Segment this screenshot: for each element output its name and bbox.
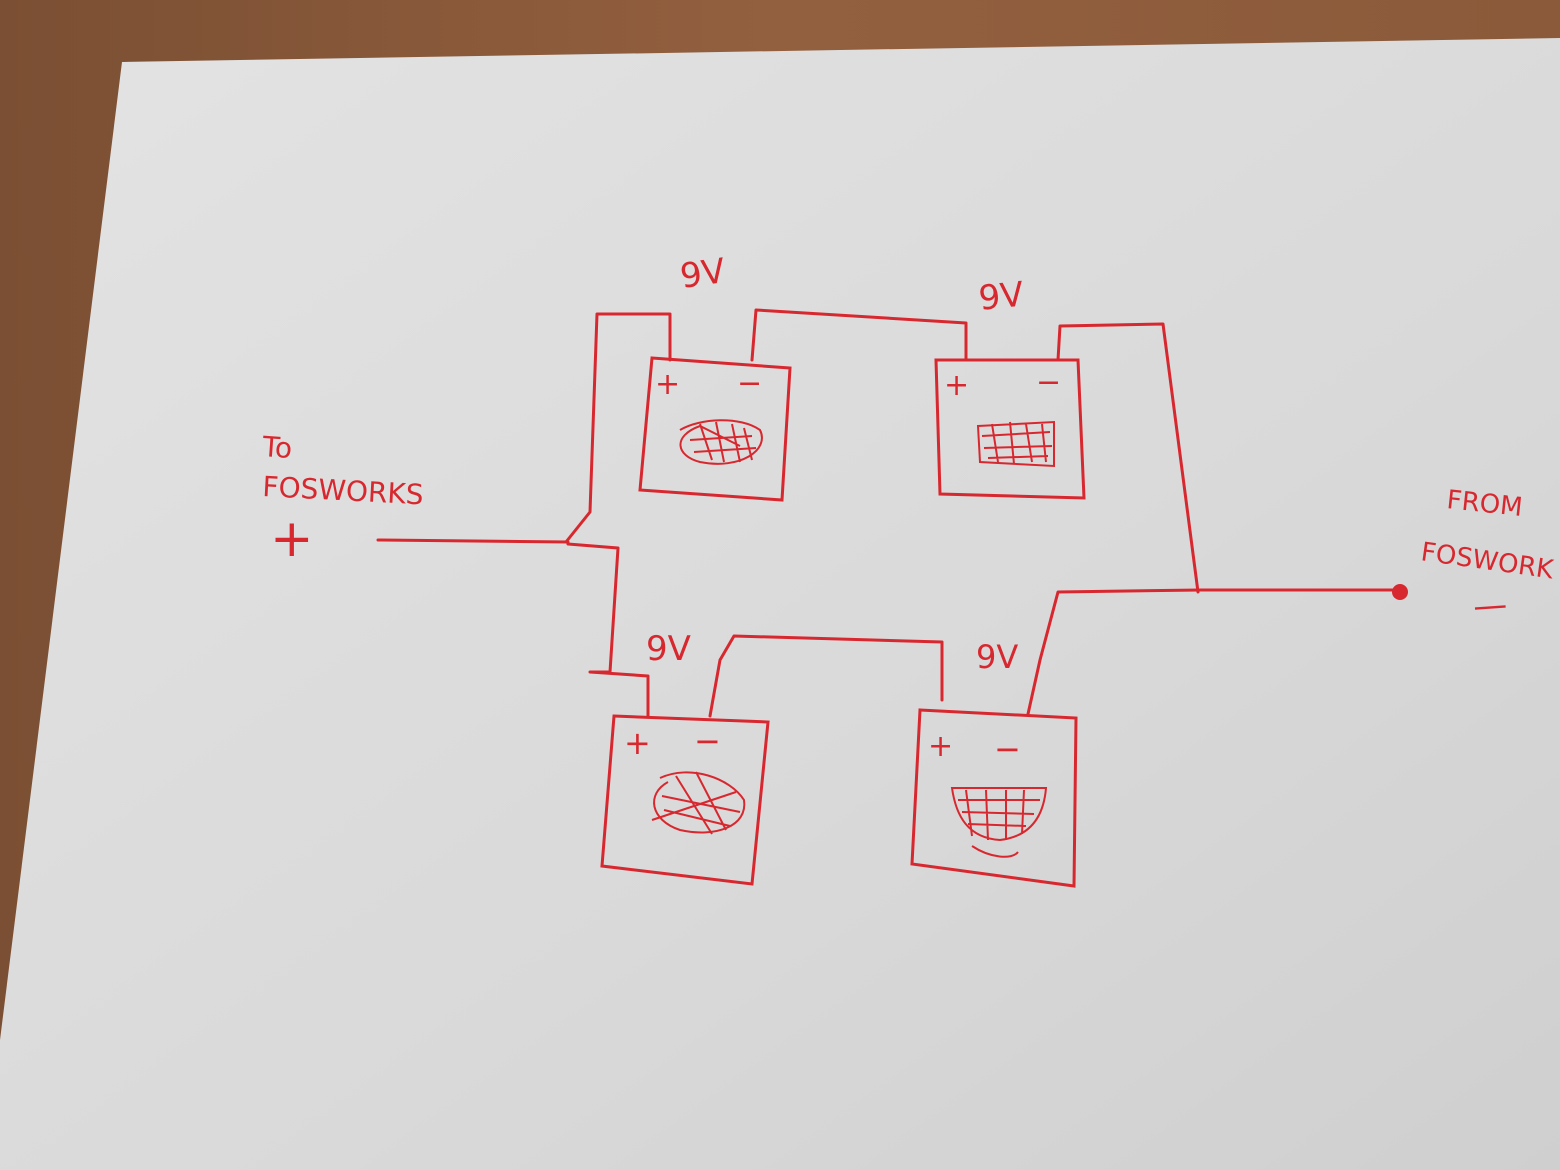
battery-plus-label: + — [655, 367, 680, 402]
to-label: To — [261, 430, 294, 465]
battery-plus-label: + — [928, 729, 953, 764]
battery-voltage-label: 9V — [977, 274, 1026, 318]
battery-top-right: + − 9V — [934, 274, 1086, 500]
battery-plus-label: + — [624, 724, 651, 762]
battery-body — [910, 708, 1078, 888]
battery-voltage-label: 9V — [976, 638, 1018, 676]
battery-bottom-left: + − 9V — [600, 629, 770, 886]
battery-scribble — [976, 420, 1055, 468]
wiring — [376, 308, 1400, 718]
battery-top-left: + − 9V — [638, 251, 792, 502]
battery-minus-label: − — [1036, 365, 1061, 400]
battery-body — [600, 714, 770, 886]
battery-minus-label: − — [737, 366, 762, 401]
battery-body — [934, 358, 1086, 500]
negative-symbol: — — [1472, 585, 1509, 627]
positive-symbol: + — [270, 509, 314, 569]
battery-voltage-label: 9V — [678, 251, 728, 297]
battery-scribble — [679, 419, 763, 465]
battery-body — [638, 356, 792, 502]
battery-scribble — [950, 787, 1048, 858]
battery-minus-label: − — [994, 730, 1021, 768]
battery-scribble — [651, 771, 746, 835]
battery-plus-label: + — [944, 368, 969, 403]
paper-sheet — [0, 38, 1560, 1170]
battery-minus-label: − — [694, 722, 721, 760]
battery-voltage-label: 9V — [646, 629, 691, 669]
battery-bottom-right: + − 9V — [910, 638, 1078, 888]
output-terminal-dot — [1392, 584, 1408, 600]
